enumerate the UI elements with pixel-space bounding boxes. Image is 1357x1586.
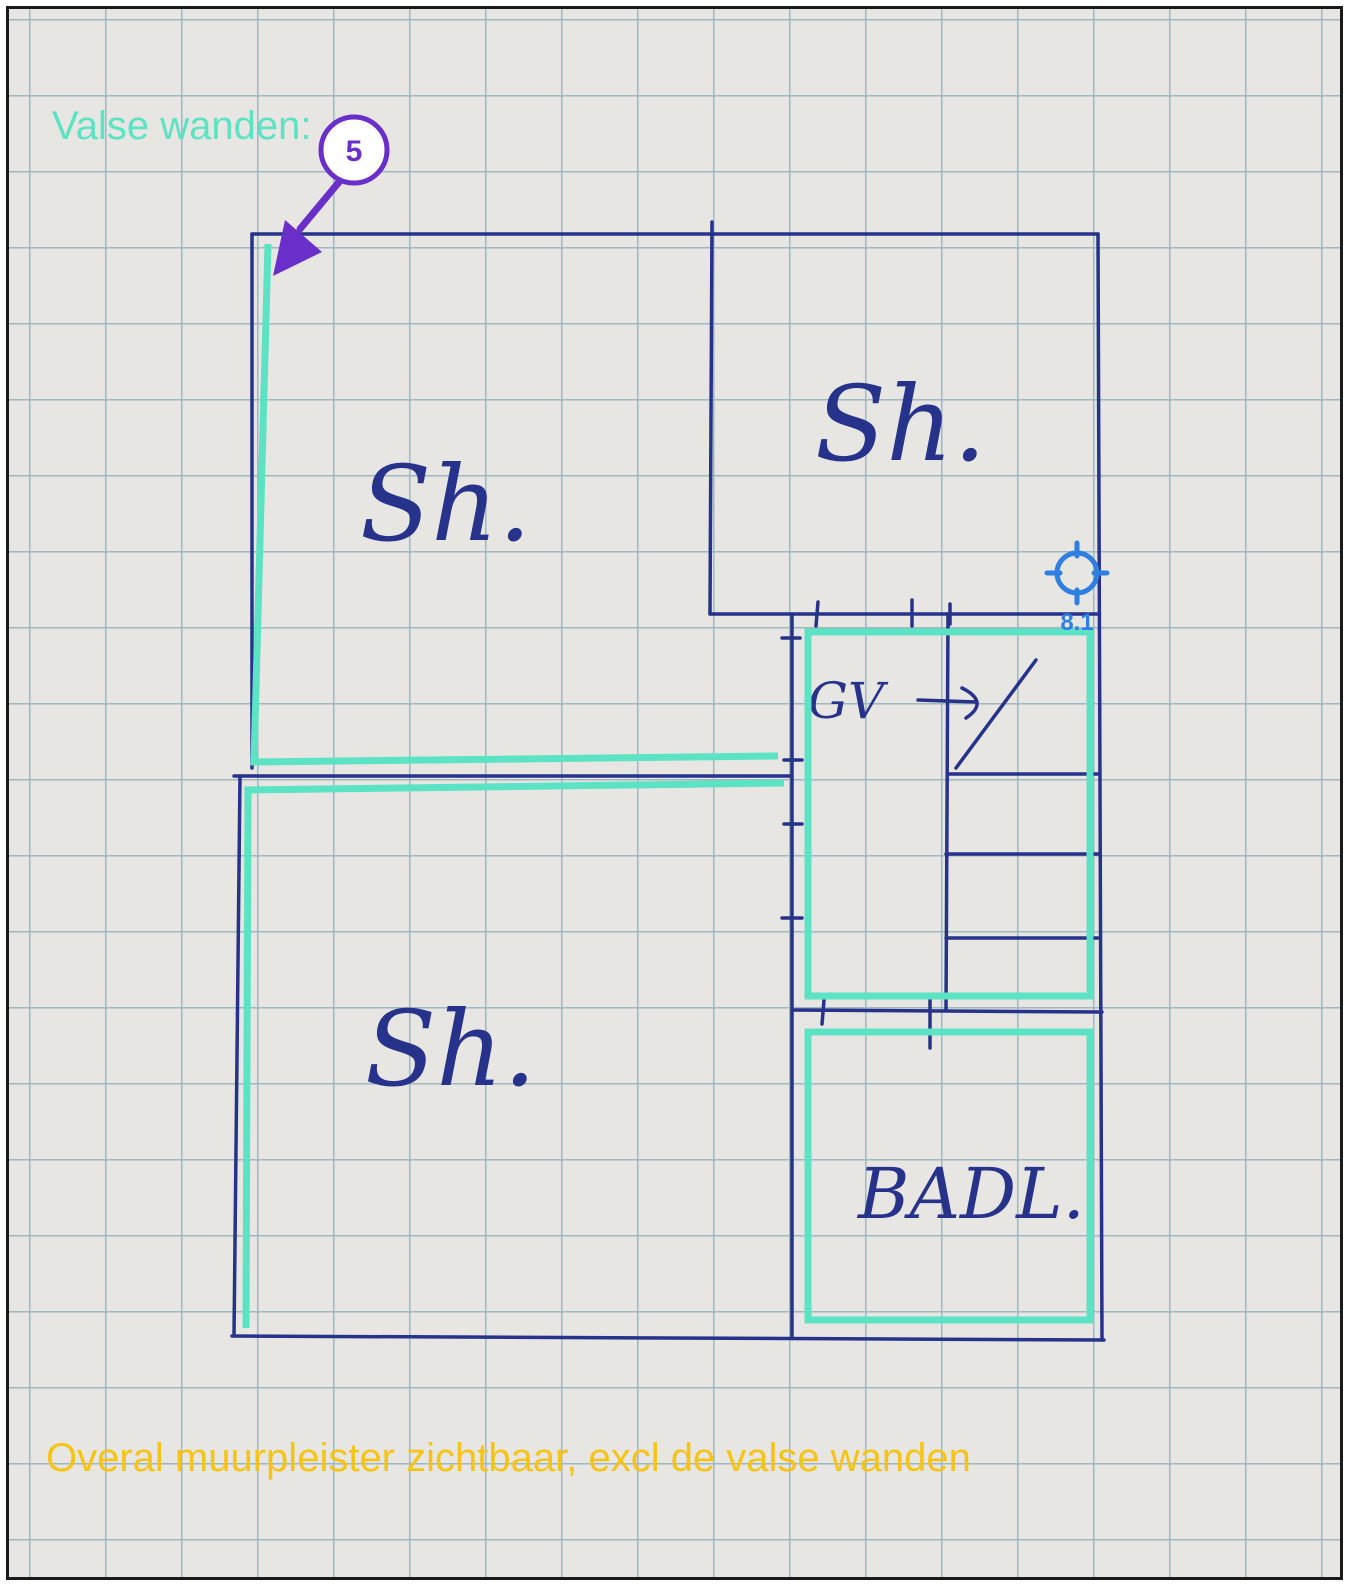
wall-right-outer [1096,232,1104,1342]
overlay-note: Overal muurpleister zichtbaar, excl de v… [46,1436,971,1480]
wall-bottom-outer [230,1334,1106,1342]
room-label-top-right: Sh. [815,363,986,485]
hall-arrow-shaft [916,698,978,704]
door-tick-1 [814,600,820,628]
wall-left-lower [232,774,242,1338]
room-label-bathroom: BADL. [856,1153,1085,1235]
highlight-bottom-left-room [242,779,785,1329]
highlight-top-left-room [250,243,779,766]
wall-bath-top [790,1008,1104,1014]
grid-paper [6,6,1343,1580]
callout-arrow-shaft [296,172,348,233]
stair-diagonal [954,658,1038,770]
callout-arrowhead-icon [273,220,322,276]
wall-stair-left [944,612,950,1012]
hall-arrow-head [960,686,979,720]
door-tick-8 [820,998,826,1026]
callout-badge [318,114,390,186]
overlay-title: Valse wanden: [52,104,312,148]
callout-marker[interactable]: 5 [273,114,390,276]
room-label-bottom-left: Sh. [365,988,536,1110]
wall-top-right-room-left [708,220,714,616]
highlight-stair-area [804,628,1094,1000]
crosshair-icon [1044,540,1110,606]
callout-number: 5 [346,135,363,168]
room-label-hallway: GV [808,672,889,730]
target-marker-label: 8.1 [1060,609,1093,636]
target-marker[interactable]: 8.1 [1044,540,1110,636]
highlight-bathroom [804,1028,1094,1324]
room-label-top-left: Sh. [360,443,531,565]
floor-plan-walls [230,220,1106,1342]
false-walls-highlight [242,243,1094,1329]
